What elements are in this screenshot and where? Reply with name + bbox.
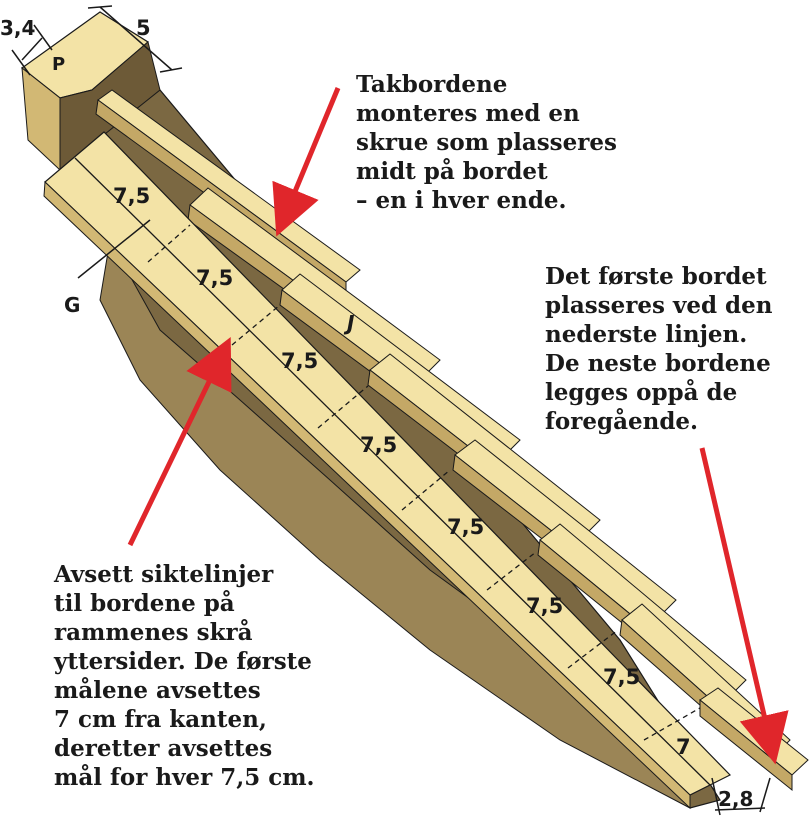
dimension-post-width: [87, 5, 183, 73]
spacing-label: 7: [676, 735, 691, 759]
callout-line: nederste linjen.: [545, 321, 748, 348]
sight-line: [401, 469, 451, 511]
sight-line: [643, 707, 701, 741]
callout-line: målene avsettes: [54, 677, 261, 704]
callout-line: skrue som plasseres: [356, 129, 617, 156]
spacing-label: 7,5: [447, 515, 484, 539]
arrow-screw-note: [272, 87, 341, 237]
sight-lines: [147, 224, 701, 741]
callout-line: rammenes skrå: [54, 619, 253, 646]
callout-line: midt på bordet: [356, 158, 548, 185]
arrow-sightline: [127, 336, 232, 547]
callout-screw-note: Takbordene monteres med en skrue som pla…: [356, 70, 617, 215]
callout-line: mål for hver 7,5 cm.: [54, 764, 315, 791]
callout-line: yttersider. De første: [54, 648, 312, 675]
rafter-center-line: [74, 157, 711, 786]
spacing-labels: 7,5 7,5 7,5 7,5 7,5 7,5 7,5 7: [113, 184, 691, 759]
spacing-label: 7,5: [360, 433, 397, 457]
callout-line: 7 cm fra kanten,: [54, 706, 267, 733]
spacing-label: 7,5: [196, 266, 233, 290]
dimension-post-thickness: [11, 24, 53, 76]
callout-line: Det første bordet: [545, 263, 767, 290]
callout-line: monteres med en: [356, 100, 580, 127]
dimension-label-post-thickness: 3,4: [0, 16, 35, 40]
callout-line: – en i hver ende.: [356, 187, 567, 214]
sight-line: [486, 551, 537, 591]
spacing-label: 7,5: [113, 184, 150, 208]
callout-line: deretter avsettes: [54, 735, 273, 762]
callout-line: Avsett siktelinjer: [54, 561, 274, 588]
callout-line: plasseres ved den: [545, 292, 773, 319]
callout-line: til bordene på: [54, 590, 235, 617]
spacing-label: 7,5: [281, 349, 318, 373]
spacing-label: 7,5: [603, 665, 640, 689]
dimension-label-post-width: 5: [136, 16, 151, 40]
callout-line: Takbordene: [356, 71, 508, 98]
callout-first-board-note: Det første bordet plasseres ved den nede…: [545, 262, 772, 436]
sight-line: [231, 304, 281, 346]
callout-line: legges oppå de: [545, 379, 738, 406]
sight-line: [147, 224, 191, 263]
rafter-leader: [77, 219, 151, 279]
arrow-first-board: [699, 447, 789, 765]
dimension-board-overlap: [711, 777, 771, 816]
spacing-label: 7,5: [526, 594, 563, 618]
callout-line: foregående.: [545, 408, 699, 435]
callout-sightline-note: Avsett siktelinjer til bordene på rammen…: [54, 560, 315, 792]
dimension-label-board-overlap: 2,8: [718, 787, 753, 811]
sight-line: [567, 629, 619, 669]
callout-line: De neste bordene: [545, 350, 771, 377]
part-label-post: P: [52, 54, 65, 75]
part-label-rafter: G: [64, 293, 80, 317]
sight-line: [317, 385, 369, 429]
